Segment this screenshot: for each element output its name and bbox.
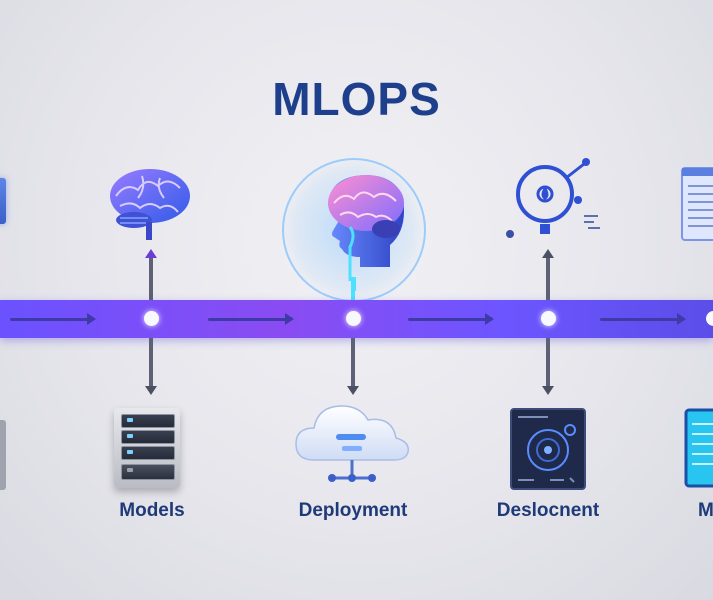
target-sensor-icon: [506, 158, 600, 238]
partial-panel-icon-left: [0, 178, 6, 224]
arrow-down-2: [347, 386, 359, 395]
partial-device-icon-left: [0, 420, 6, 490]
arrow-down-1: [145, 386, 157, 395]
ai-head-icon: [328, 175, 404, 291]
timeline-node-3: [541, 311, 556, 326]
connector-down-2: [351, 338, 355, 386]
stage-label-models: Models: [119, 500, 185, 521]
timeline-node-1: [144, 311, 159, 326]
connector-down-3: [546, 338, 550, 386]
stage-label-deslocnent: Deslocnent: [496, 500, 600, 521]
connector-up-3: [546, 258, 550, 302]
cloud-network-icon: [295, 405, 409, 482]
flow-arrow-3: [408, 313, 494, 325]
arrow-up-3: [542, 249, 554, 258]
server-rack-icon: [114, 408, 180, 488]
brain-icon: [110, 169, 190, 240]
document-screen-icon: [684, 408, 713, 488]
arrow-down-3: [542, 386, 554, 395]
timeline-node-4-partial: [706, 311, 713, 326]
stage-label-partial: M: [698, 500, 713, 521]
flow-arrow-1: [10, 313, 96, 325]
flow-arrow-2: [208, 313, 294, 325]
connector-up-1: [149, 258, 153, 302]
document-panel-icon: [681, 167, 713, 241]
flow-arrow-4: [600, 313, 686, 325]
stage-label-deployment: Deployment: [298, 500, 408, 521]
target-panel-icon: [510, 408, 586, 490]
arrow-up-1: [145, 249, 157, 258]
diagram-title: MLOPS: [272, 73, 441, 125]
connector-down-1: [149, 338, 153, 386]
connector-up-2: [351, 290, 355, 302]
timeline-node-2: [346, 311, 361, 326]
